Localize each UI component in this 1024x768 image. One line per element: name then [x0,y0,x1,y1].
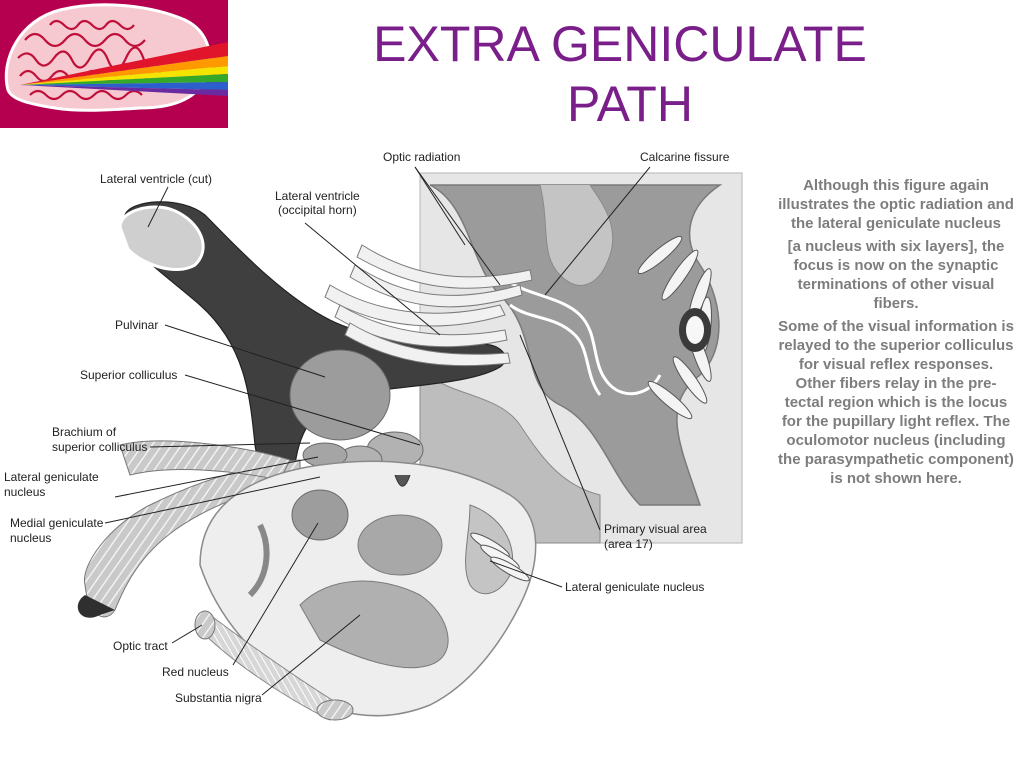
label-optic-radiation: Optic radiation [383,150,460,164]
brain-logo [0,0,228,128]
leader-lines [104,166,651,696]
slide-title: EXTRA GENICULATE PATH [330,14,910,134]
label-superior-colliculus: Superior colliculus [80,368,177,382]
label-lgn-left-1: Lateral geniculate [4,470,99,484]
label-brachium-2: superior colliculus [52,440,147,454]
beam-violet [20,85,228,96]
anatomy-figure: Lateral ventricle (cut) Lateral ventricl… [0,145,750,725]
explanation-paragraph-1: Although this figure again illustrates t… [778,177,1014,232]
label-optic-tract: Optic tract [113,639,168,653]
label-lgn-left-2: nucleus [4,485,45,499]
label-lateral-ventricle-occipital-1: Lateral ventricle [275,189,360,203]
brain-icon [0,0,228,128]
title-line-2: PATH [567,76,693,132]
label-substantia-nigra: Substantia nigra [175,691,262,705]
beam-yellow [20,66,228,85]
label-primary-visual-2: (area 17) [604,537,653,551]
label-brachium-1: Brachium of [52,425,117,439]
label-pulvinar: Pulvinar [115,318,158,332]
figure-labels: Lateral ventricle (cut) Lateral ventricl… [4,150,730,705]
explanation-paragraph-2: [a nucleus with six layers], the focus i… [787,238,1005,312]
label-lateral-ventricle-occipital-2: (occipital horn) [278,203,357,217]
figure-svg: Lateral ventricle (cut) Lateral ventricl… [4,150,743,721]
label-lgn-right: Lateral geniculate nucleus [565,580,704,594]
label-primary-visual-1: Primary visual area [604,522,707,536]
title-line-1: EXTRA GENICULATE [373,16,867,72]
beam-green [20,74,228,85]
beam-red [20,42,228,85]
label-mgn-2: nucleus [10,531,51,545]
label-lateral-ventricle-cut: Lateral ventricle (cut) [100,172,212,186]
beam-blue [20,82,228,90]
beam-orange [20,56,228,85]
explanation-paragraph-3: Some of the visual information is relaye… [778,318,1014,487]
midbrain-section [194,460,537,721]
explanation-text: Although this figure again illustrates t… [778,176,1014,492]
label-calcarine-fissure: Calcarine fissure [640,150,730,164]
lateral-ventricle [118,201,506,483]
label-red-nucleus: Red nucleus [162,665,229,679]
label-mgn-1: Medial geniculate [10,516,104,530]
